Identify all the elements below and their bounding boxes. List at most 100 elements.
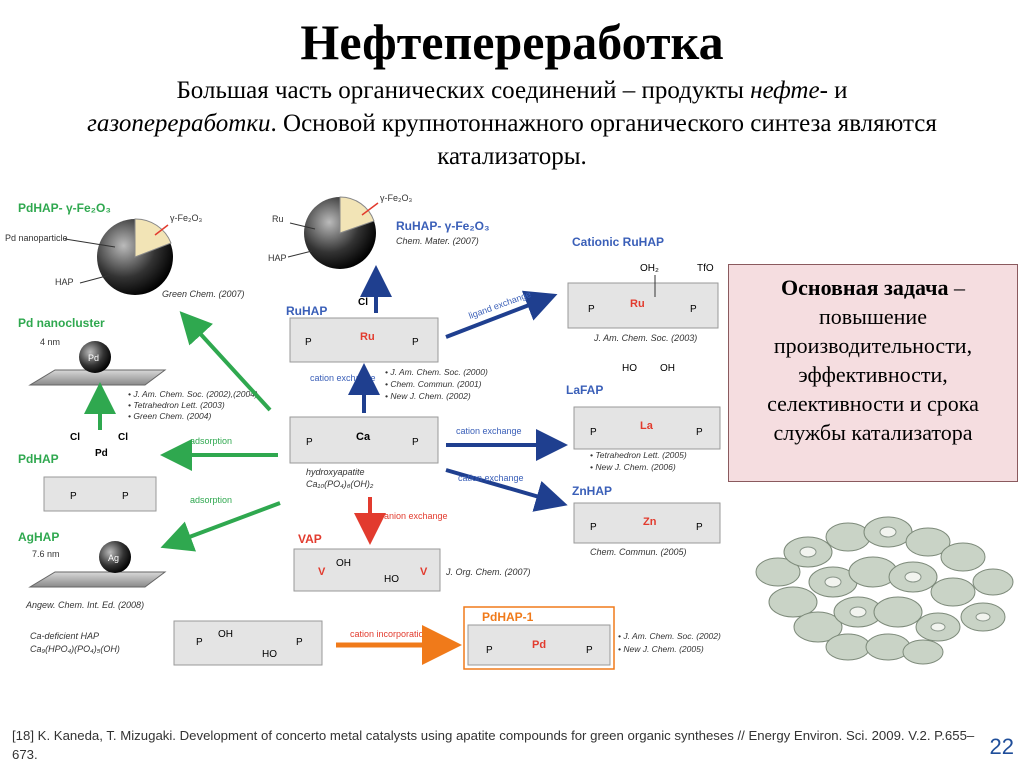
hydroxyapatite-panel bbox=[289, 416, 439, 464]
gamma-fe2o3-top-label: γ-Fe₂O₃ bbox=[380, 193, 412, 203]
p-cd-2: P bbox=[296, 637, 303, 648]
p-atom-2: P bbox=[690, 304, 697, 315]
aghap-label: AgHAP bbox=[18, 530, 59, 544]
la-ref-2: • New J. Chem. (2006) bbox=[590, 462, 676, 472]
pdhap-1-ref-2: • New J. Chem. (2005) bbox=[618, 644, 704, 654]
arrow-to-pdhap-fe bbox=[179, 311, 272, 412]
la-atom: La bbox=[640, 420, 654, 432]
jacs-2003-ref: J. Am. Chem. Soc. (2003) bbox=[593, 333, 697, 343]
cation-incorporation-label: cation incorporation bbox=[350, 629, 429, 639]
cl-ru-label: Cl bbox=[358, 297, 368, 308]
ca-deficient-panel bbox=[173, 620, 323, 666]
la-ref-1: • Tetrahedron Lett. (2005) bbox=[590, 450, 687, 460]
four-nm-label: 4 nm bbox=[40, 337, 60, 347]
cation-exchange-left-label: cation exchange bbox=[310, 373, 376, 383]
ca-atom: Ca bbox=[356, 431, 371, 443]
p-ruhap-1: P bbox=[305, 337, 312, 348]
cl-pd-left-label: Cl bbox=[70, 432, 80, 443]
p-pdhap-1: P bbox=[70, 491, 77, 502]
ag-particle-label: Ag bbox=[108, 553, 119, 563]
arrow-adsorption-2 bbox=[160, 501, 281, 552]
pd-nanoparticle-label: Pd nanoparticle bbox=[5, 233, 68, 243]
pdhap-block: Cl Cl PdHAP Pd P P bbox=[18, 432, 157, 512]
reference-citation: [18] K. Kaneda, T. Mizugaki. Development… bbox=[12, 728, 975, 762]
pdhap-label: PdHAP bbox=[18, 452, 59, 466]
green-chem-2007-ref: Green Chem. (2007) bbox=[162, 289, 245, 299]
ruhap-panel bbox=[289, 317, 439, 363]
hydroxyapatite-block: Ca P P hydroxyapatite Ca₁₀(PO₄)₆(OH)₂ bbox=[289, 416, 439, 489]
cl-pd-right-label: Cl bbox=[118, 432, 128, 443]
subtitle-part-2: нефте- bbox=[750, 77, 828, 104]
vap-block: VAP anion exchange V V OH HO J. Org. Che… bbox=[293, 511, 531, 592]
sphere-cutaway-top-icon bbox=[339, 196, 375, 234]
p-la-2: P bbox=[696, 427, 703, 438]
seven-nm-label: 7.6 nm bbox=[32, 549, 60, 559]
chem-mater-2007-ref: Chem. Mater. (2007) bbox=[396, 236, 479, 246]
vap-panel bbox=[293, 548, 441, 592]
cation-exchange-r1-label: cation exchange bbox=[456, 426, 522, 436]
catalyst-pellets-image bbox=[755, 516, 1014, 665]
p-atom-1: P bbox=[588, 304, 595, 315]
pdhap-1-ref-1: • J. Am. Chem. Soc. (2002) bbox=[618, 631, 721, 641]
p-cd-1: P bbox=[196, 637, 203, 648]
ca-deficient-hap-label: Ca-deficient HAP bbox=[30, 631, 99, 641]
hap-formula-label: Ca₁₀(PO₄)₆(OH)₂ bbox=[306, 479, 374, 489]
lafap-label: LaFAP bbox=[566, 383, 603, 397]
ho-la-label: HO bbox=[622, 363, 637, 374]
pdhap-panel bbox=[43, 476, 157, 512]
chem-commun-2005-ref: Chem. Commun. (2005) bbox=[590, 547, 687, 557]
pdhap-fe2o3-label: PdHAP- γ-Fe₂O₃ bbox=[18, 201, 111, 215]
ca-def-formula-label: Ca₉(HPO₄)(PO₄)₅(OH) bbox=[30, 644, 120, 654]
pd-nc-ref-1: • J. Am. Chem. Soc. (2002),(2004) bbox=[128, 389, 258, 399]
p-zn-1: P bbox=[590, 522, 597, 533]
pdhap-1-panel bbox=[467, 624, 611, 666]
ru-label: Ru bbox=[272, 214, 284, 224]
pd-1-atom: Pd bbox=[532, 639, 546, 651]
subtitle-part-3: и bbox=[827, 77, 848, 104]
oh2-label: OH₂ bbox=[640, 263, 659, 274]
page-number: 22 bbox=[989, 734, 1014, 759]
p-ruhap-2: P bbox=[412, 337, 419, 348]
ca-deficient-hap-block: Ca-deficient HAP Ca₉(HPO₄)(PO₄)₅(OH) P P… bbox=[30, 620, 429, 666]
zn-atom: Zn bbox=[643, 516, 657, 528]
p-ca-2: P bbox=[412, 437, 419, 448]
slide-subtitle: Большая часть органических соединений – … bbox=[30, 74, 994, 173]
pd-atom: Pd bbox=[95, 448, 108, 459]
slide-title: Нефтепереработка bbox=[300, 14, 724, 70]
adsorption-1-label: adsorption bbox=[190, 436, 232, 446]
arrow-ligand-exchange bbox=[445, 290, 558, 339]
pd-nc-ref-3: • Green Chem. (2004) bbox=[128, 411, 211, 421]
catalyst-scheme-diagram: PdHAP- γ-Fe₂O₃ Pd nanoparticle γ-Fe₂O₃ H… bbox=[5, 193, 721, 670]
main-task-heading: Основная задача bbox=[781, 275, 949, 300]
pdhap-1-frame bbox=[463, 606, 615, 670]
ruhap-ref-3: • New J. Chem. (2002) bbox=[385, 391, 471, 401]
cationic-ruhap-panel bbox=[567, 282, 719, 329]
ag-particle-icon bbox=[99, 541, 131, 573]
oh-cd-label: OH bbox=[218, 629, 233, 640]
ag-support-plate-icon bbox=[28, 571, 167, 588]
hap-top-label: HAP bbox=[268, 253, 287, 263]
oh-la-label: OH bbox=[660, 363, 675, 374]
p-zn-2: P bbox=[696, 522, 703, 533]
adsorption-2-label: adsorption bbox=[190, 495, 232, 505]
ru-atom: Ru bbox=[360, 331, 375, 343]
arrow-cation-exchange-2 bbox=[445, 468, 568, 512]
ruhap-ref-2: • Chem. Commun. (2001) bbox=[385, 379, 482, 389]
cationic-ruhap-label: Cationic RuHAP bbox=[572, 235, 664, 249]
p-pd1-1: P bbox=[486, 645, 493, 656]
main-task-text: – повышение производительности, эффектив… bbox=[767, 275, 979, 445]
aghap-block: AgHAP 7.6 nm Ag Angew. Chem. Int. Ed. (2… bbox=[18, 530, 167, 610]
p-pdhap-2: P bbox=[122, 491, 129, 502]
tfo-label: TfO bbox=[697, 263, 714, 274]
pd-particle-label: Pd bbox=[88, 353, 99, 363]
ho-cd-label: HO bbox=[262, 649, 277, 660]
znhap-panel bbox=[573, 502, 721, 544]
sphere-cutaway-icon bbox=[134, 218, 172, 258]
lafap-block: LaFAP HO OH La P P • Tetrahedron Lett. (… bbox=[566, 363, 721, 472]
pd-particle-icon bbox=[79, 341, 111, 373]
hap-left-label: HAP bbox=[55, 277, 74, 287]
pdhap-1-label: PdHAP-1 bbox=[482, 610, 534, 624]
oh-v-label: OH bbox=[336, 558, 351, 569]
j-org-chem-2007-ref: J. Org. Chem. (2007) bbox=[445, 567, 531, 577]
p-ca-1: P bbox=[306, 437, 313, 448]
